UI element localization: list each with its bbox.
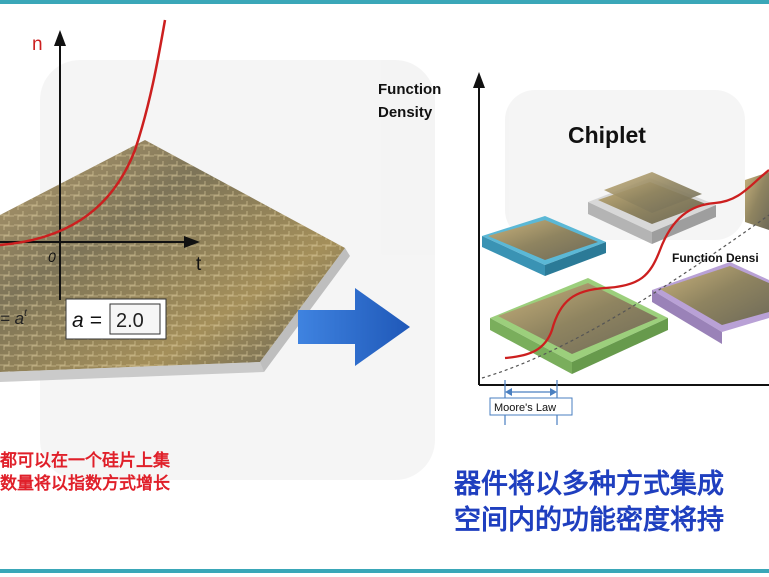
chiplet-tile-green: [490, 278, 668, 374]
param-box: a = 2.0: [65, 298, 167, 340]
moores-law-box: [489, 397, 573, 416]
formula-partial: = at: [0, 308, 28, 328]
left-caption-line2: 数量将以指数方式增长: [0, 474, 170, 493]
left-caption-line1: 都可以在一个硅片上集: [0, 451, 170, 470]
chiplet-tile-blue: [482, 216, 606, 276]
param-label: a =: [72, 309, 102, 332]
right-axes: [473, 72, 769, 386]
right-arrow-icon: [298, 288, 410, 366]
y-axis-label-line2: Density: [378, 104, 433, 121]
moores-law-label: Moore's Law: [494, 402, 556, 414]
function-density-label: Function Densi: [672, 251, 759, 265]
bottom-border: [0, 569, 769, 573]
chiplet-tile-purple: [652, 262, 769, 344]
exponential-curve: [0, 19, 167, 247]
top-border: [0, 0, 769, 4]
left-axes: [0, 30, 200, 300]
right-caption-line2: 空间内的功能密度将持: [454, 505, 724, 535]
y-axis-label-n: n: [32, 34, 43, 55]
formula-partial-sup: t: [24, 308, 28, 319]
formula-partial-text: = a: [0, 309, 24, 328]
y-axis-label-line1: Function: [378, 81, 441, 98]
right-diagram: Function Density Chiplet: [378, 72, 769, 425]
left-diagram: n t 0 = at a = 2.0: [0, 19, 350, 382]
function-density-curve: [504, 169, 769, 360]
param-value: 2.0: [116, 310, 144, 332]
x-axis-label-t: t: [196, 254, 202, 275]
svg-text:= at: = at: [0, 308, 28, 328]
origin-label: 0: [48, 249, 56, 265]
right-caption-line1: 器件将以多种方式集成: [454, 469, 724, 499]
chiplet-title: Chiplet: [568, 122, 646, 148]
